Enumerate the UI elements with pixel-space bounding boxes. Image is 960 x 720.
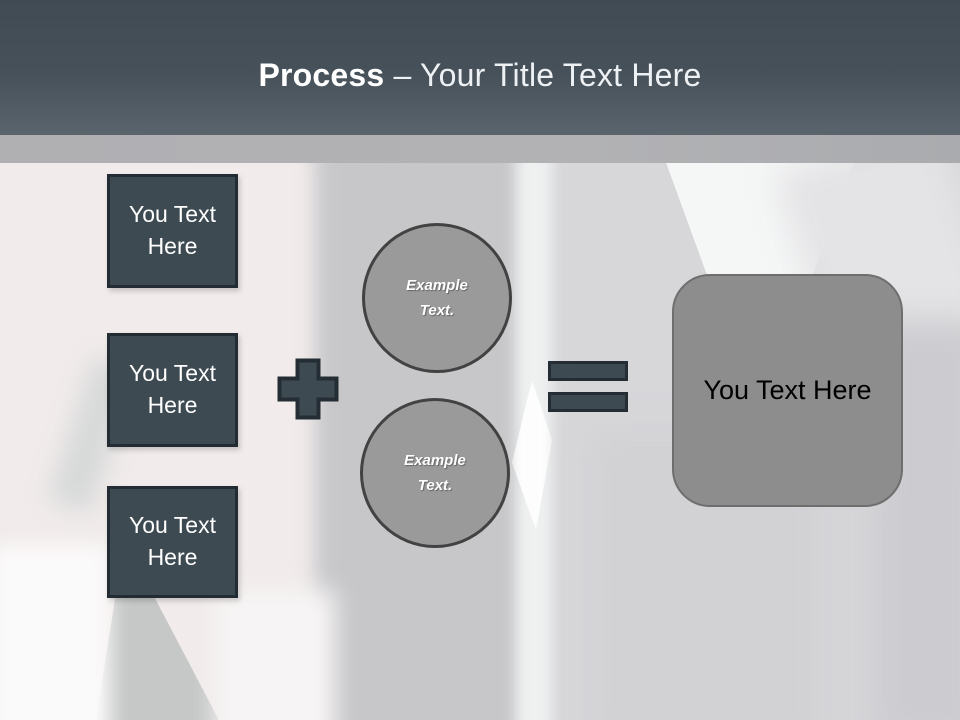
equals-bar-top <box>548 361 628 381</box>
input-box-1[interactable]: You Text Here <box>107 174 238 288</box>
slide-title: Process – Your Title Text Here <box>258 41 701 94</box>
input-box-label: You Text Here <box>129 201 216 259</box>
slide-title-keyword: Process <box>258 57 385 93</box>
plus-icon <box>276 357 340 421</box>
header-accent-band <box>0 135 960 163</box>
input-box-label: You Text Here <box>129 512 216 570</box>
input-box-3[interactable]: You Text Here <box>107 486 238 598</box>
example-circle-1[interactable]: Example Text. <box>362 223 512 373</box>
slide-title-subtitle: – Your Title Text Here <box>384 57 702 93</box>
equals-icon <box>548 361 628 412</box>
example-circle-2[interactable]: Example Text. <box>360 398 510 548</box>
result-box[interactable]: You Text Here <box>672 274 903 507</box>
example-circle-label: Example Text. <box>406 276 468 320</box>
example-circle-label: Example Text. <box>404 451 466 495</box>
background-blur-shape <box>0 545 110 720</box>
equals-bar-bottom <box>548 392 628 412</box>
result-box-label: You Text Here <box>703 375 872 405</box>
input-box-2[interactable]: You Text Here <box>107 333 238 447</box>
title-bar: Process – Your Title Text Here <box>0 0 960 135</box>
input-box-label: You Text Here <box>129 360 216 418</box>
background-blur-shape <box>215 590 335 720</box>
